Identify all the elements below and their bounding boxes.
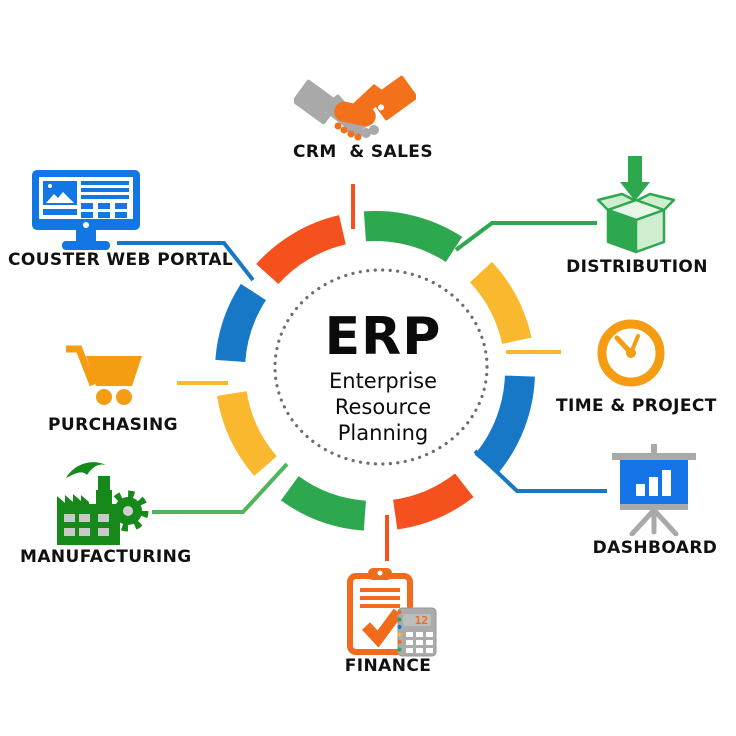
shopping-cart-icon — [66, 345, 142, 405]
module-label-dashboard: DASHBOARD — [592, 538, 718, 558]
calculator-display: 12 — [415, 614, 428, 627]
factory-icon — [57, 462, 149, 545]
ring-segment-blue-topleft — [215, 283, 267, 363]
clipboard-calculator-icon: 12 — [347, 568, 437, 657]
subtitle-line: Planning — [337, 421, 429, 445]
presentation-chart-icon — [612, 444, 696, 536]
ring-segment-yellow-right — [469, 261, 532, 345]
ring-segment-red-bottom — [392, 473, 474, 530]
module-label-time-project: TIME & PROJECT — [556, 396, 717, 416]
subtitle-line: Resource — [334, 395, 432, 419]
clock-icon — [597, 319, 665, 387]
ring-segment-red-topleft — [256, 215, 347, 285]
handshake-icon — [294, 75, 416, 141]
connectors — [117, 184, 607, 561]
clipboard-spiral-dots — [397, 610, 402, 652]
module-label-purchasing: PURCHASING — [48, 415, 178, 435]
subtitle-line: Enterprise — [328, 369, 438, 393]
ring-segment-blue-bottomright — [474, 375, 535, 474]
erp-subtitle: Enterprise Resource Planning — [283, 368, 483, 446]
web-portal-monitor-icon — [32, 170, 140, 250]
ring-segment-green-topright — [363, 210, 463, 263]
module-label-manufacturing: MANUFACTURING — [20, 547, 192, 567]
open-box-arrow-icon — [596, 156, 676, 254]
ring-segment-green-bottomleft — [280, 475, 367, 531]
module-label-distribution: DISTRIBUTION — [566, 257, 708, 277]
connector-distribution — [454, 221, 597, 252]
connector-dashboard — [473, 449, 607, 493]
ring-segment-yellow-left — [216, 390, 278, 476]
connector-manufacturing — [152, 462, 289, 514]
dotted-circle — [273, 268, 489, 466]
connector-web-portal — [117, 241, 255, 282]
module-label-web-portal: COUSTER WEB PORTAL — [8, 250, 234, 270]
ring-segments — [215, 210, 535, 531]
module-label-crm-sales: CRM & SALES — [293, 142, 433, 162]
erp-acronym: ERP — [324, 307, 442, 367]
module-label-finance: FINANCE — [344, 656, 432, 676]
